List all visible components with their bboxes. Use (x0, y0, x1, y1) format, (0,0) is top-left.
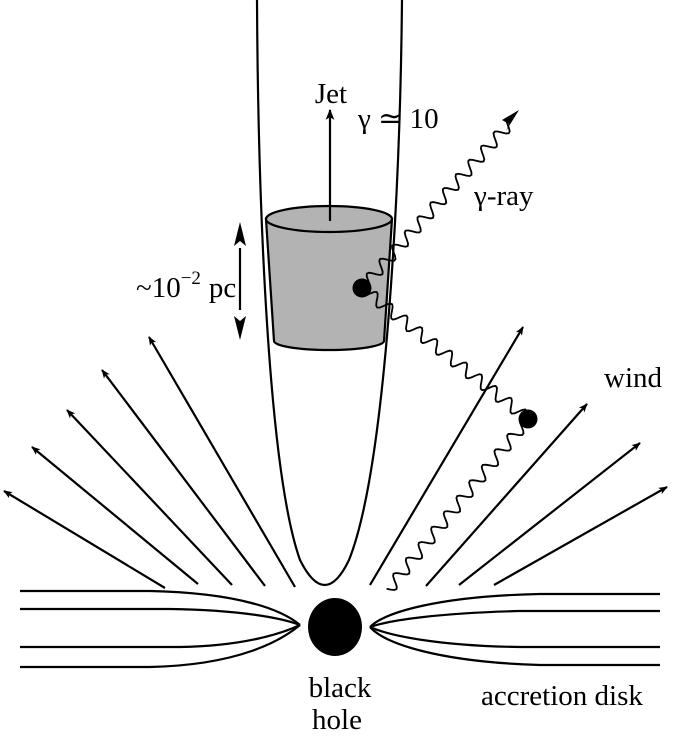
interaction-point (352, 278, 372, 298)
accretion-disk-label: accretion disk (481, 680, 643, 712)
gamma-ray-photon-path (361, 117, 511, 290)
gamma-ray-arrowhead (502, 110, 519, 131)
size-unit: pc (209, 272, 236, 304)
wind-arrow (66, 409, 233, 586)
wind-arrow (458, 442, 641, 586)
gamma-ray-photon-path (360, 287, 528, 423)
emission-region (264, 217, 394, 352)
wind-arrows-right (369, 326, 668, 587)
wind-arrow (148, 336, 296, 588)
wind-arrows-left (3, 336, 296, 589)
size-label: ~10−2 pc (136, 268, 236, 304)
wind-photon-path (386, 417, 529, 591)
wind-arrow (101, 369, 266, 587)
wind-arrow (493, 486, 668, 586)
size-exponent: −2 (181, 268, 201, 289)
black-hole-label-line2: hole (312, 704, 362, 736)
wind-arrow (425, 403, 588, 587)
black-hole-label-line1: black (309, 672, 372, 704)
size-prefix: ~10 (136, 272, 181, 304)
jet-cone (255, 0, 404, 587)
gamma-ray-label: γ-ray (473, 180, 534, 212)
lorentz-factor-label: γ ≃ 10 (357, 103, 439, 135)
accretion-disk (20, 589, 660, 669)
wind-arrow (369, 326, 524, 586)
size-arrow-head-down (234, 316, 246, 340)
jet-label: Jet (315, 78, 347, 110)
size-arrow-head-up (234, 222, 246, 246)
interaction-point (518, 409, 538, 429)
black-hole (308, 598, 362, 656)
wind-arrow (31, 446, 199, 585)
wind-arrow (3, 490, 166, 589)
wind-label: wind (604, 362, 663, 394)
